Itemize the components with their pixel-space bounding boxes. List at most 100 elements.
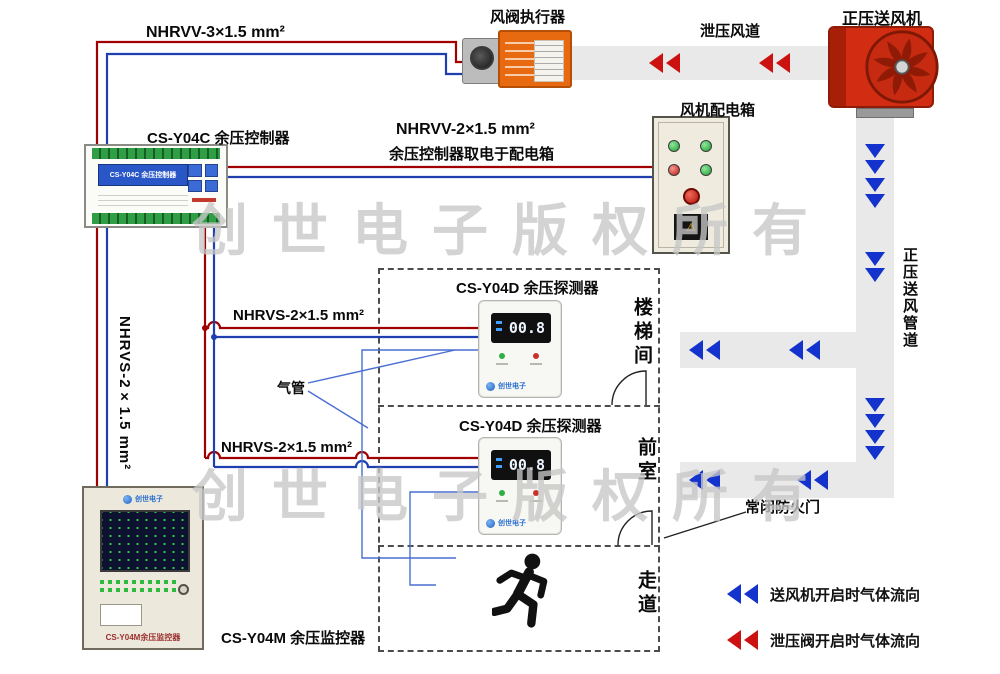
controller-buttons [188,164,218,192]
room-label-stairwell: 楼梯间 [631,297,652,369]
rooms-outline [378,268,660,652]
detector2-title: CS-Y04D 余压探测器 [459,418,602,435]
document-slot [100,604,142,626]
legend-red-arrow-icon [727,630,758,650]
indicator-light-green [668,140,680,152]
legend-red-text: 泄压阀开启时气体流向 [770,632,921,650]
room-divider-1 [378,405,660,407]
cable-label-top: NHRVV-3×1.5 mm² [146,24,285,41]
run-indicator [499,490,505,496]
brand-text: 创世电子 [498,383,526,390]
power-box-label: 风机配电箱 [680,102,756,119]
detector-value: 00.8 [508,456,545,474]
supply-fan-device [828,20,939,118]
indicator-light-green [700,140,712,152]
supply-flow-arrow-left-icon [689,470,720,490]
fire-door-symbols [611,370,747,546]
monitor-screen [100,510,190,572]
brand-logo-icon [486,381,495,391]
led-row [100,588,178,592]
controller-display: CS-Y04C 余压控制器 [98,164,188,186]
fan-blades-icon [865,30,939,104]
indicator-caption-line [530,500,542,502]
actuator-body [498,30,572,88]
air-tube-label: 气管 [277,380,305,396]
alarm-indicator [533,490,539,496]
pressure-monitor-device: 创世电子 CS-Y04M余压监控器 [82,486,204,650]
power-cable-label: NHRVV-2×1.5 mm² [396,121,535,138]
pressure-detector-stairwell-device: 00.8 创世电子 [478,300,562,398]
brand-logo-icon [123,494,132,504]
monitor-device-label: CS-Y04M余压监控器 [105,633,181,642]
controller-red-mark [192,198,216,202]
legend-supply-flow: 送风机开启时气体流向 [726,583,920,605]
detector-display: 00.8 [491,450,551,480]
cabinet-lock [178,584,189,595]
supply-flow-arrow-down-icon [865,144,885,174]
fan-power-box-device: ⚠ [652,116,730,254]
supply-duct-label: 正压送风管道 [901,247,918,349]
brand-logo-icon [486,518,495,528]
supply-flow-arrow-down-icon [865,252,885,282]
alarm-indicator [533,353,539,359]
blue-wires [105,52,652,488]
controller-label: CS-Y04C 余压控制器 [147,130,290,147]
legend-blue-arrow-icon [727,584,758,604]
relief-flow-arrow-left-icon [759,53,790,73]
indicator-light-green [700,164,712,176]
supply-flow-arrow-down-icon [865,178,885,208]
cable-label-branch2: NHRVS-2×1.5 mm² [221,439,353,456]
legend-relief-flow: 泄压阀开启时气体流向 [726,629,920,651]
cable-label-branch1: NHRVS-2×1.5 mm² [233,307,365,324]
actuator-knob [470,46,494,70]
supply-flow-arrow-left-icon [689,340,720,360]
emergency-button [683,188,700,205]
indicator-caption-line [530,363,542,365]
air-tubes [307,349,478,586]
controller-text-lines [98,192,188,210]
run-indicator [499,353,505,359]
power-box-door [658,122,724,248]
fire-door-label: 常闭防火门 [745,499,821,516]
detector-display: 00.8 [491,313,551,343]
brand-logo: 创世电子 [84,494,202,504]
fan-end-cap [830,28,846,106]
monitor-label: CS-Y04M 余压监控器 [221,630,366,647]
indicator-caption-line [496,500,508,502]
room-divider-2 [378,545,660,547]
supply-flow-arrow-left-icon [797,470,828,490]
actuator-label: 风阀执行器 [490,9,566,26]
brand-logo: 创世电子 [486,381,526,391]
supply-flow-arrow-down-icon [865,430,885,460]
brand-text: 创世电子 [498,520,526,527]
red-wires [95,40,652,488]
terminal-strip [92,213,220,224]
wire-junction-dot [202,325,208,331]
fan-mount [856,108,914,118]
relief-duct [565,46,840,80]
relief-flow-arrow-left-icon [649,53,680,73]
damper-actuator-device [462,26,572,90]
pressure-detector-frontroom-device: 00.8 创世电子 [478,437,562,535]
actuator-label-plate [534,40,564,82]
room-label-corridor: 走道 [635,570,656,618]
indicator-caption-line [496,363,508,365]
supply-flow-arrow-left-icon [789,340,820,360]
indicator-light-red [668,164,680,176]
warning-sticker: ⚠ [674,214,708,240]
legend-blue-text: 送风机开启时气体流向 [770,586,921,604]
actuator-text-lines [505,40,535,82]
cable-label-vertical: NHRVS-2×1.5 mm² [116,316,133,471]
brand-logo: 创世电子 [486,518,526,528]
fan-label: 正压送风机 [842,11,923,28]
running-person-icon [492,553,548,628]
supply-flow-arrow-down-icon [865,398,885,428]
detector-value: 00.8 [508,319,545,337]
detector1-title: CS-Y04D 余压探测器 [456,280,599,297]
led-row [100,580,178,584]
power-note-label: 余压控制器取电于配电箱 [389,146,555,163]
wire-junction-dot [211,334,217,340]
brand-text: 创世电子 [135,496,163,503]
